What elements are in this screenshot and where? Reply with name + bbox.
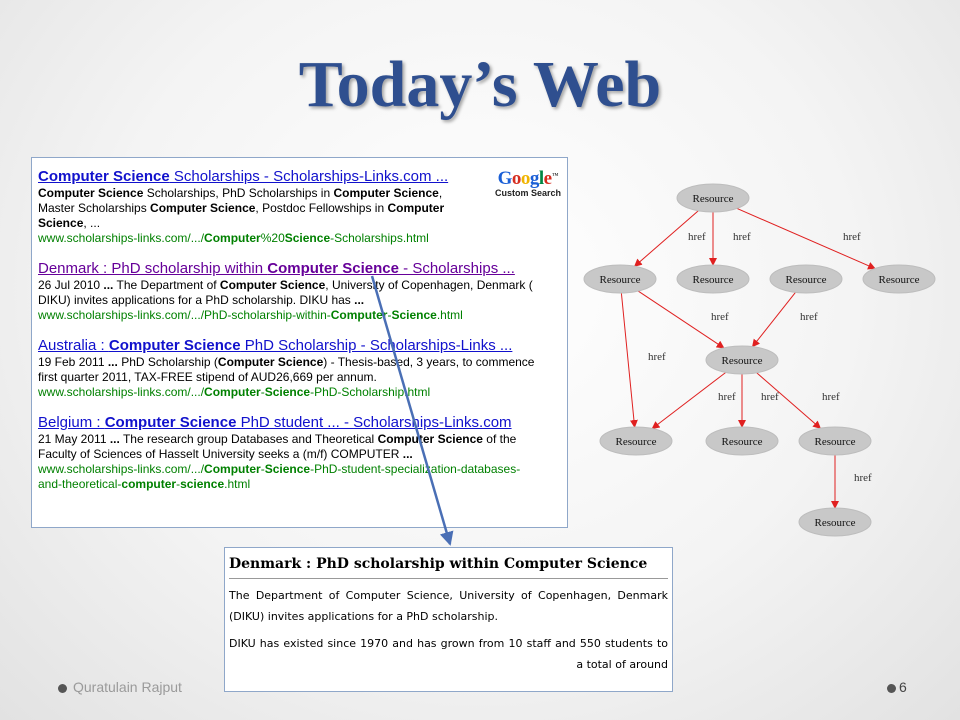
graph-node-label: Resource — [879, 274, 920, 286]
graph-node-shape — [705, 426, 779, 456]
search-result-title-link[interactable]: Belgium : Computer Science PhD student .… — [38, 414, 512, 431]
search-result-title-link[interactable]: Denmark : PhD scholarship within Compute… — [38, 260, 515, 277]
graph-edge — [736, 207, 876, 270]
graph-edge-label: href — [648, 351, 666, 363]
google-tm: ™ — [551, 171, 559, 180]
graph-node-shape — [798, 507, 872, 537]
graph-node-resource: Resource — [583, 264, 657, 294]
search-result-snippet: 26 Jul 2010 ... The Department of Comput… — [38, 278, 533, 307]
graph-node-resource: Resource — [705, 345, 779, 375]
graph-edge-label: href — [854, 472, 872, 484]
graph-edge — [633, 210, 699, 267]
slide-title: Today’s Web — [298, 48, 662, 121]
graph-edge-label: href — [718, 391, 736, 403]
graph-node-label: Resource — [815, 517, 856, 529]
graph-node-shape — [798, 426, 872, 456]
preview-paragraph: The Department of Computer Science, Univ… — [229, 589, 668, 623]
graph-edge — [651, 372, 726, 430]
search-result: Belgium : Computer Science PhD student .… — [38, 414, 567, 492]
graph-node-shape — [862, 264, 936, 294]
footer-bullet — [58, 684, 67, 693]
footer-author: Quratulain Rajput — [73, 679, 182, 695]
graph-node-resource: Resource — [862, 264, 936, 294]
search-result-url: www.scholarships-links.com/.../Computer%… — [38, 231, 429, 245]
search-result: Denmark : PhD scholarship within Compute… — [38, 260, 567, 323]
search-result-url: www.scholarships-links.com/.../Computer-… — [38, 385, 431, 399]
search-results-panel: Google™ Custom Search Computer Science S… — [31, 157, 568, 528]
graph-node-shape — [599, 426, 673, 456]
google-logo-subtitle: Custom Search — [494, 188, 562, 198]
graph-node-resource: Resource — [676, 264, 750, 294]
graph-node-label: Resource — [786, 274, 827, 286]
search-result-snippet: Computer Science Scholarships, PhD Schol… — [38, 186, 445, 230]
graph-node-shape — [676, 264, 750, 294]
graph-edge — [756, 372, 822, 429]
preview-divider — [229, 578, 668, 579]
google-custom-search-logo: Google™ Custom Search — [492, 168, 564, 198]
search-result-url: www.scholarships-links.com/.../Computer-… — [38, 462, 521, 491]
search-result-snippet: 21 May 2011 ... The research group Datab… — [38, 432, 517, 461]
graph-node-label: Resource — [693, 193, 734, 205]
graph-node-resource: Resource — [798, 507, 872, 537]
search-result-snippet: 19 Feb 2011 ... PhD Scholarship (Compute… — [38, 355, 535, 384]
graph-node-resource: Resource — [599, 426, 673, 456]
graph-edge-label: href — [733, 231, 751, 243]
search-result: Australia : Computer Science PhD Scholar… — [38, 337, 567, 400]
graph-edges — [620, 207, 876, 509]
search-result: Computer Science Scholarships - Scholars… — [38, 168, 567, 246]
preview-paragraph: DIKU has existed since 1970 and has grow… — [229, 637, 668, 671]
graph-node-resource: Resource — [705, 426, 779, 456]
graph-node-shape — [705, 345, 779, 375]
graph-node-shape — [769, 264, 843, 294]
graph-edge-label: href — [843, 231, 861, 243]
graph-edge-labels: href href href href href href href href href href — [648, 231, 872, 484]
graph-edge-label: href — [688, 231, 706, 243]
search-result-title-link[interactable]: Computer Science Scholarships - Scholars… — [38, 168, 449, 185]
graph-edge-label: href — [761, 391, 779, 403]
google-logo-word: Google — [497, 168, 552, 189]
graph-node-label: Resource — [693, 274, 734, 286]
preview-page-title: Denmark : PhD scholarship within Compute… — [229, 556, 648, 572]
graph-node-shape — [583, 264, 657, 294]
search-result-title-link[interactable]: Australia : Computer Science PhD Scholar… — [38, 337, 513, 354]
graph-node-label: Resource — [600, 274, 641, 286]
footer-bullet — [887, 684, 896, 693]
linked-page-preview: Denmark : PhD scholarship within Compute… — [224, 547, 673, 692]
graph-edge — [620, 292, 638, 429]
graph-edge-label: href — [711, 311, 729, 323]
graph-edge — [637, 290, 725, 349]
graph-edge-label: href — [800, 311, 818, 323]
search-result-url: www.scholarships-links.com/.../PhD-schol… — [38, 308, 463, 322]
graph-edge — [751, 292, 796, 348]
graph-node-resource: Resource — [676, 183, 750, 213]
page-number: 6 — [899, 679, 907, 695]
graph-node-shape — [676, 183, 750, 213]
graph-node-resource: Resource — [798, 426, 872, 456]
graph-node-label: Resource — [616, 436, 657, 448]
graph-edge-label: href — [822, 391, 840, 403]
graph-node-resource: Resource — [769, 264, 843, 294]
graph-node-label: Resource — [722, 436, 763, 448]
graph-node-label: Resource — [722, 355, 763, 367]
graph-node-label: Resource — [815, 436, 856, 448]
